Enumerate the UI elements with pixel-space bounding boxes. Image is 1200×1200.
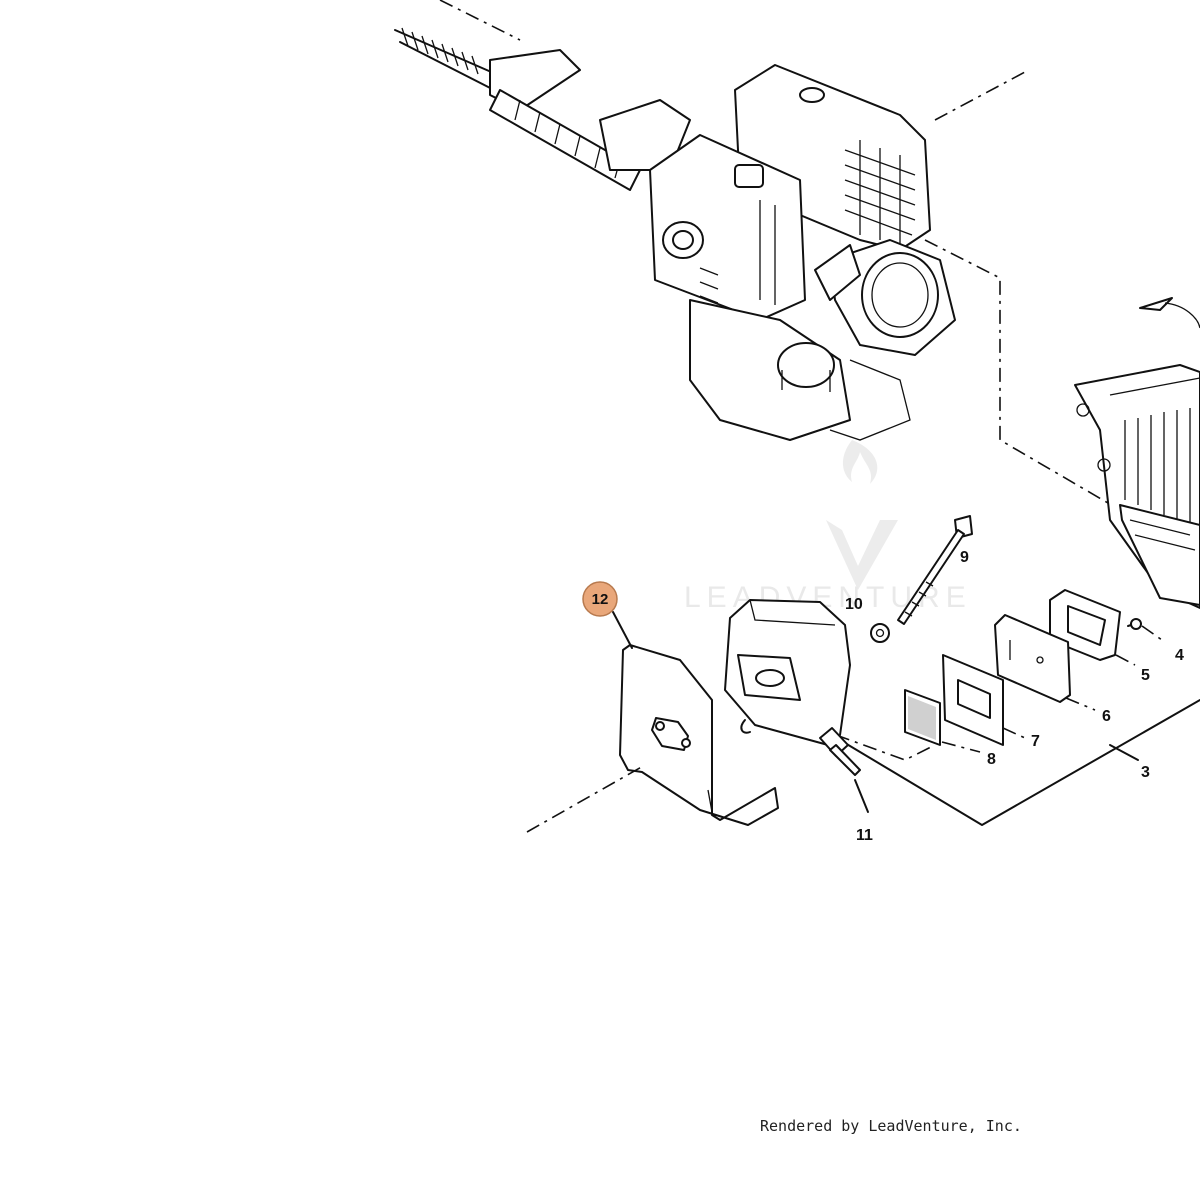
svg-text:7: 7 — [1031, 733, 1040, 750]
part-11-screw — [819, 727, 869, 813]
callout-4[interactable]: 4 — [1175, 647, 1184, 664]
callout-5[interactable]: 5 — [1141, 667, 1150, 684]
part-10-washer — [870, 623, 890, 643]
drive-cable — [394, 0, 691, 191]
svg-text:11: 11 — [856, 827, 873, 844]
rendered-by-credit: Rendered by LeadVenture, Inc. — [760, 1117, 1022, 1135]
part-9-bolt — [897, 515, 973, 625]
svg-text:6: 6 — [1102, 708, 1111, 725]
callout-7[interactable]: 7 — [1031, 733, 1040, 750]
callout-3[interactable]: 3 — [1109, 744, 1150, 781]
svg-text:8: 8 — [987, 751, 996, 768]
part-3-muffler — [724, 599, 851, 746]
cylinder-shroud — [1074, 364, 1200, 609]
svg-text:4: 4 — [1175, 647, 1184, 664]
callout-6[interactable]: 6 — [1102, 708, 1111, 725]
callout-12-highlighted[interactable]: 12 — [582, 581, 618, 617]
engine-assembly — [649, 64, 956, 441]
part-4-screw — [1127, 618, 1163, 641]
callout-9[interactable]: 9 — [960, 549, 969, 566]
part-8-screen — [904, 689, 981, 753]
part-12-heat-shield — [526, 611, 779, 833]
assembly-lines — [835, 71, 1200, 826]
part-7-gasket — [942, 654, 1026, 746]
part-6-gasket — [994, 614, 1096, 711]
svg-text:10: 10 — [845, 596, 863, 613]
svg-text:5: 5 — [1141, 667, 1150, 684]
callout-10[interactable]: 10 — [845, 596, 863, 613]
svg-text:3: 3 — [1141, 764, 1150, 781]
callout-8[interactable]: 8 — [987, 751, 996, 768]
svg-text:12: 12 — [592, 591, 609, 608]
callout-11[interactable]: 11 — [856, 827, 873, 844]
svg-text:9: 9 — [960, 549, 969, 566]
